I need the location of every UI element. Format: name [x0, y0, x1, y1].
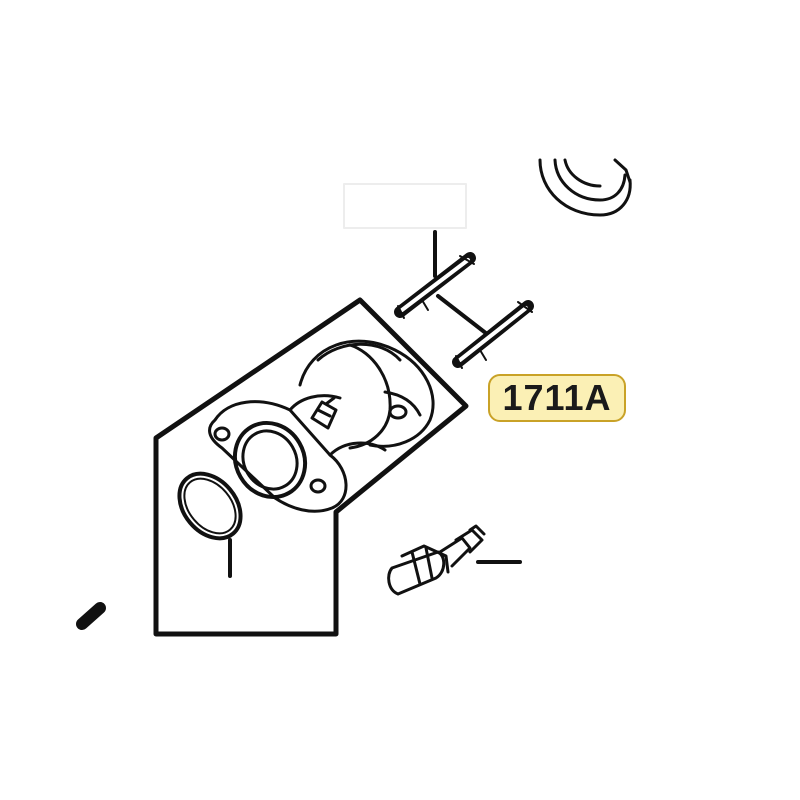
stud-bolt-2: [452, 300, 534, 369]
part-number-callout: 1711A: [488, 374, 626, 422]
hose-clamp: [538, 158, 632, 217]
leader-line-studs: [436, 294, 489, 336]
temperature-sensor: [387, 524, 486, 596]
thermostat-housing: [208, 339, 435, 513]
o-ring-gasket: [177, 471, 243, 541]
stud-bolt-1: [394, 252, 476, 319]
bolt-fragment: [76, 602, 106, 630]
ghost-label-box: [343, 183, 467, 229]
assembly-outline: [153, 297, 469, 637]
